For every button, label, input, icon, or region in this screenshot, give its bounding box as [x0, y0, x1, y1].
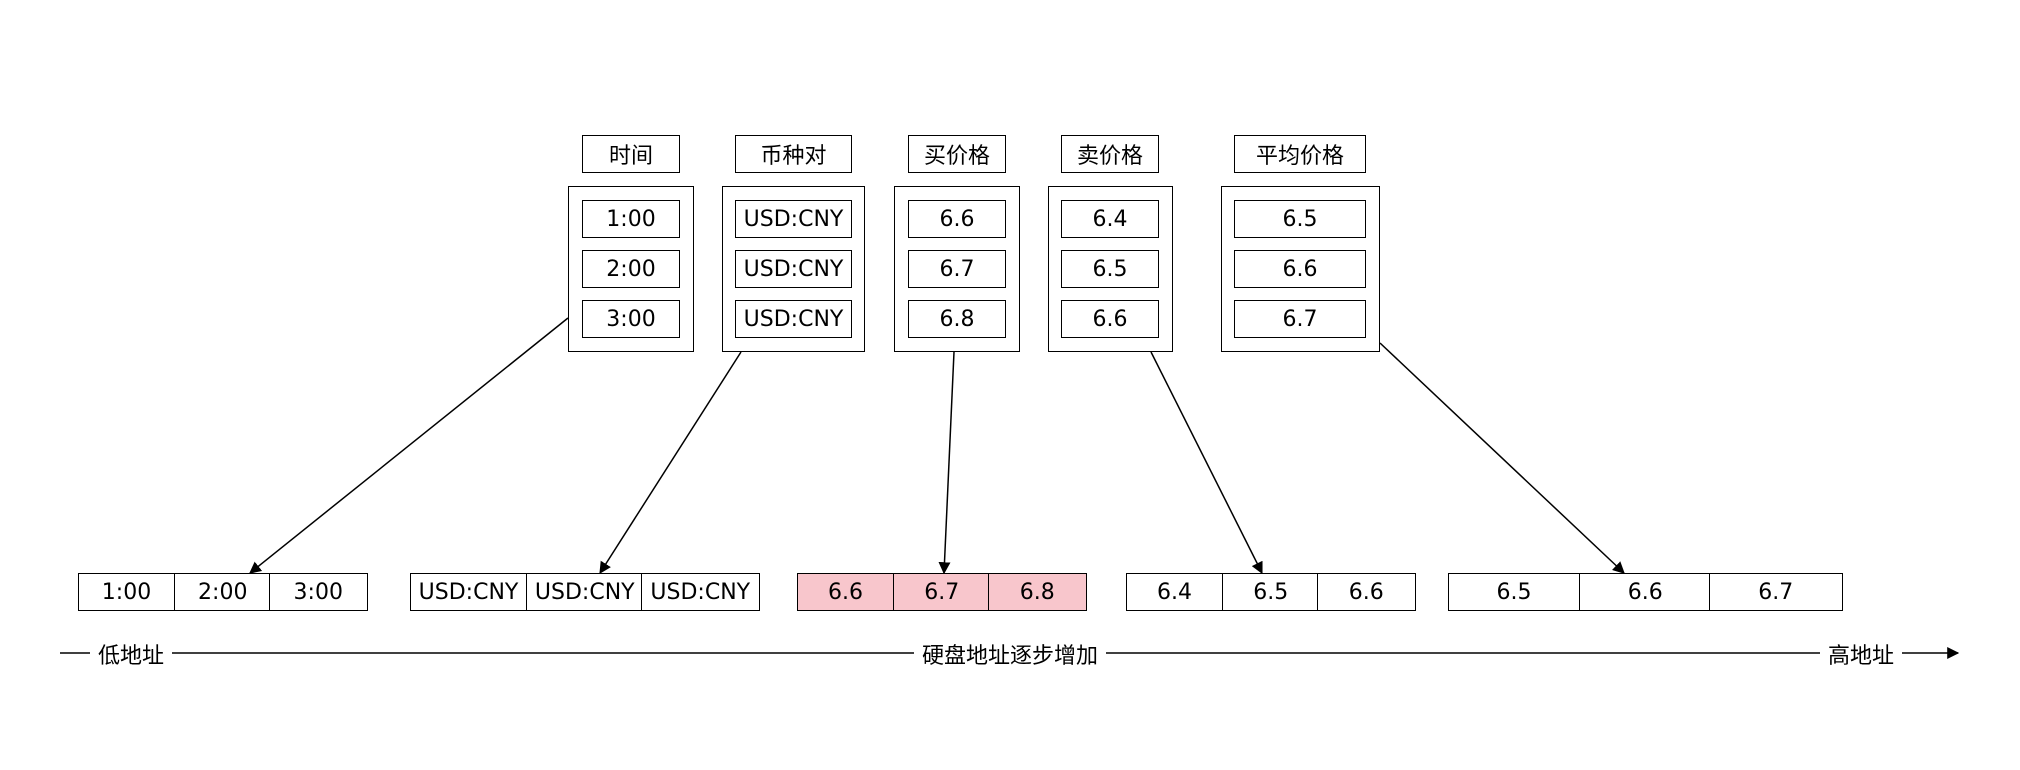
column-value-cell: USD:CNY — [735, 200, 852, 238]
column-header-label: 币种对 — [735, 135, 852, 173]
disk-cell: USD:CNY — [410, 573, 527, 611]
column-value-cell: 6.5 — [1061, 250, 1159, 288]
low-address-label: 低地址 — [90, 638, 173, 670]
connector-arrow — [249, 317, 569, 574]
disk-cell: 6.5 — [1221, 573, 1320, 611]
column-value-cell: 6.7 — [1234, 300, 1366, 338]
column-value-cell: 6.6 — [1234, 250, 1366, 288]
connector-arrow — [1150, 351, 1263, 575]
connector-arrow — [599, 351, 742, 575]
disk-address-increase-label: 硬盘地址逐步增加 — [914, 638, 1107, 670]
connector-arrow — [1379, 342, 1625, 574]
disk-cell: 1:00 — [78, 573, 175, 611]
disk-cell: 6.4 — [1126, 573, 1223, 611]
column-header-label: 买价格 — [908, 135, 1006, 173]
disk-cell: 6.8 — [988, 573, 1087, 611]
disk-cell: 3:00 — [269, 573, 368, 611]
column-value-cell: 2:00 — [582, 250, 680, 288]
disk-cell: 6.6 — [797, 573, 894, 611]
connector-arrow — [938, 351, 955, 575]
column-value-cell: USD:CNY — [735, 250, 852, 288]
disk-cell: 6.5 — [1448, 573, 1580, 611]
disk-cell: 6.6 — [1317, 573, 1416, 611]
column-header-label: 平均价格 — [1234, 135, 1366, 173]
column-value-cell: 6.6 — [908, 200, 1006, 238]
column-value-cell: 6.8 — [908, 300, 1006, 338]
column-value-cell: 6.7 — [908, 250, 1006, 288]
disk-cell: USD:CNY — [641, 573, 760, 611]
column-value-cell: 1:00 — [582, 200, 680, 238]
column-header-label: 卖价格 — [1061, 135, 1159, 173]
disk-cell: USD:CNY — [525, 573, 644, 611]
high-address-label: 高地址 — [1820, 638, 1903, 670]
column-value-cell: 6.5 — [1234, 200, 1366, 238]
disk-cell: 6.7 — [1709, 573, 1843, 611]
disk-cell: 2:00 — [173, 573, 272, 611]
column-value-cell: 3:00 — [582, 300, 680, 338]
disk-cell: 6.6 — [1578, 573, 1712, 611]
column-value-cell: 6.4 — [1061, 200, 1159, 238]
column-value-cell: 6.6 — [1061, 300, 1159, 338]
disk-cell: 6.7 — [892, 573, 991, 611]
column-value-cell: USD:CNY — [735, 300, 852, 338]
column-header-label: 时间 — [582, 135, 680, 173]
